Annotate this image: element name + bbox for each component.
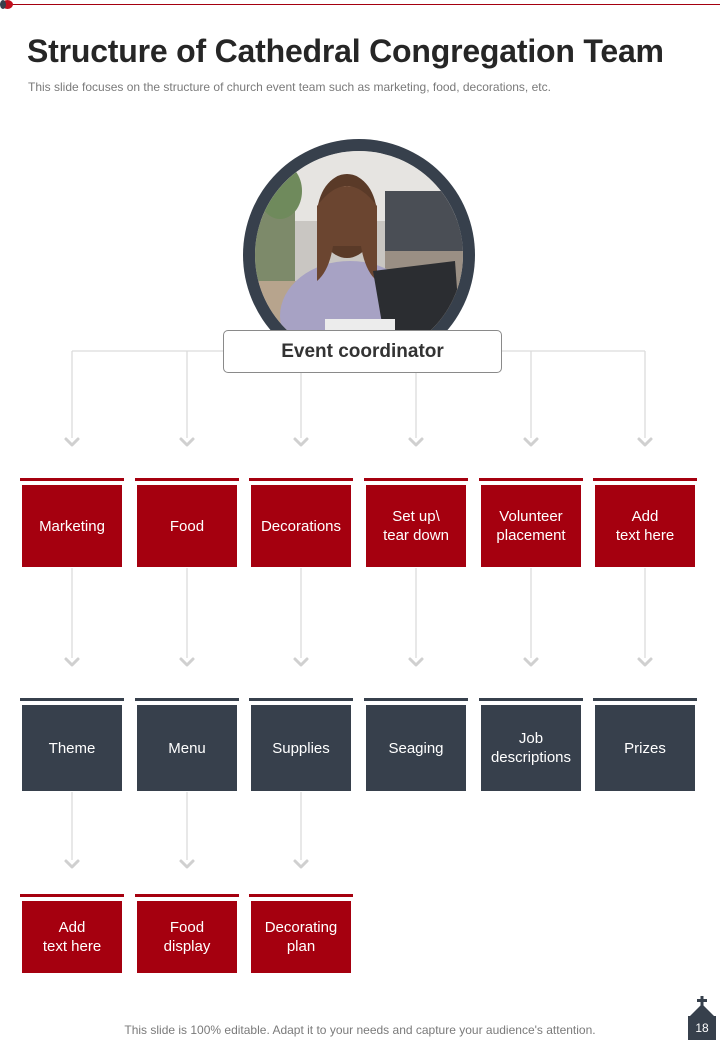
department-box-volunteer: Volunteer placement xyxy=(481,485,581,567)
department-bar xyxy=(20,478,124,481)
task-bar xyxy=(593,698,697,701)
department-box-decorations: Decorations xyxy=(251,485,351,567)
task-box-menu: Menu xyxy=(137,705,237,791)
subtask-box-decorating-plan: Decorating plan xyxy=(251,901,351,973)
top-dot-red xyxy=(2,0,13,9)
subtask-bar xyxy=(249,894,353,897)
subtask-bar xyxy=(135,894,239,897)
subtask-box-food-display: Food display xyxy=(137,901,237,973)
page-number: 18 xyxy=(695,1021,709,1035)
task-bar xyxy=(135,698,239,701)
department-bar xyxy=(249,478,353,481)
slide-subtitle: This slide focuses on the structure of c… xyxy=(28,80,551,94)
subtask-box-add-text: Add text here xyxy=(22,901,122,973)
footer-note: This slide is 100% editable. Adapt it to… xyxy=(124,1023,596,1037)
task-bar xyxy=(479,698,583,701)
task-box-theme: Theme xyxy=(22,705,122,791)
department-bar xyxy=(593,478,697,481)
task-box-supplies: Supplies xyxy=(251,705,351,791)
department-bar xyxy=(479,478,583,481)
task-bar xyxy=(20,698,124,701)
task-box-job-descriptions: Job descriptions xyxy=(481,705,581,791)
department-box-marketing: Marketing xyxy=(22,485,122,567)
event-coordinator-box: Event coordinator xyxy=(223,330,502,373)
department-bar xyxy=(135,478,239,481)
top-dot-dark xyxy=(0,0,6,9)
subtask-bar xyxy=(20,894,124,897)
slide-title: Structure of Cathedral Congregation Team xyxy=(27,33,664,69)
department-box-setup: Set up\ tear down xyxy=(366,485,466,567)
coordinator-photo xyxy=(255,151,463,359)
task-box-prizes: Prizes xyxy=(595,705,695,791)
top-rule xyxy=(8,4,720,5)
task-bar xyxy=(249,698,353,701)
church-page-icon xyxy=(688,996,716,1040)
task-box-seaging: Seaging xyxy=(366,705,466,791)
task-bar xyxy=(364,698,468,701)
department-box-add-text: Add text here xyxy=(595,485,695,567)
department-bar xyxy=(364,478,468,481)
department-box-food: Food xyxy=(137,485,237,567)
